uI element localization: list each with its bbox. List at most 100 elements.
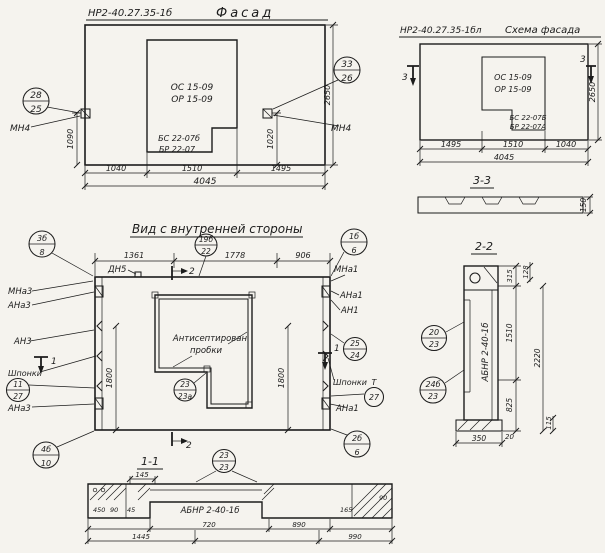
svg-text:2: 2 bbox=[186, 441, 192, 451]
svg-text:28: 28 bbox=[30, 91, 42, 101]
dim-label: 90 bbox=[379, 494, 387, 502]
dim-label: 1040 bbox=[556, 140, 576, 149]
sill-block-label: БР 22-07 bbox=[159, 145, 196, 154]
dim-label: 115 bbox=[545, 416, 553, 430]
svg-text:23а: 23а bbox=[178, 392, 193, 401]
dim-label: 1040 bbox=[106, 164, 126, 173]
svg-text:1: 1 bbox=[51, 357, 57, 367]
section-2-2: 2-2 АБНР 2-40-1б 315 128 1510 2220 825 1… bbox=[419, 240, 557, 447]
callout-28-25: 28 25 bbox=[22, 87, 81, 115]
scheme-drawing: НР2-40.27.35-1бл Схема фасада ОС 15-09 О… bbox=[399, 25, 602, 217]
svg-text:6: 6 bbox=[354, 448, 359, 457]
callout-11-27: 11 27 bbox=[5, 377, 96, 403]
dim-label: 20 bbox=[505, 433, 514, 441]
dim-ticks bbox=[512, 262, 557, 435]
inner-view-title: Вид с внутренней стороны bbox=[132, 222, 302, 236]
dim-ticks bbox=[81, 169, 329, 190]
t-mark: Т bbox=[372, 378, 378, 387]
hatch bbox=[89, 483, 127, 501]
section-1-1: АБНР 2-40-1б 450 90 45 145 165 90 720 89… bbox=[84, 471, 396, 545]
note-plugs: пробки bbox=[190, 346, 223, 356]
anchor-plate bbox=[321, 285, 331, 298]
dim-ticks bbox=[594, 40, 602, 144]
svg-text:6: 6 bbox=[351, 246, 356, 255]
callout-27: 27 bbox=[330, 386, 385, 408]
svg-text:3: 3 bbox=[402, 73, 408, 83]
note-antiseptic: Антисептирован bbox=[172, 334, 248, 344]
panel-mark-label: АБНР 2-40-1б bbox=[180, 506, 240, 516]
dn5-label: ДН5 bbox=[107, 265, 126, 275]
item-label: МНа3 bbox=[8, 287, 32, 297]
facade-panel-outline bbox=[84, 24, 326, 166]
section-cut-mark-1-right: 1 bbox=[318, 344, 340, 370]
hole-marker bbox=[92, 487, 98, 493]
svg-text:3: 3 bbox=[580, 55, 586, 65]
dim-label: 990 bbox=[348, 533, 362, 541]
svg-text:27: 27 bbox=[369, 393, 380, 402]
dim-label: 720 bbox=[202, 521, 216, 529]
svg-text:23: 23 bbox=[429, 340, 439, 349]
dim-label: 1495 bbox=[271, 164, 291, 173]
anchor-plate bbox=[80, 108, 91, 119]
window-block-label: ОС 15-09 bbox=[494, 73, 532, 82]
facade-drawing: НР2-40.27.35-1б Фасад ОС 15-09 ОР 15-09 … bbox=[10, 6, 361, 190]
section-cut-mark-3-left: 3 bbox=[402, 65, 419, 86]
dim-label: 165 bbox=[340, 506, 352, 514]
inner-view-drawing: Вид с внутренней стороны 3б 8 19б 22 1б … bbox=[5, 222, 385, 483]
facade-title: Фасад bbox=[216, 6, 274, 21]
svg-text:23: 23 bbox=[428, 392, 438, 401]
dim-label: 4045 bbox=[194, 177, 217, 187]
window-block-label: ОР 15-09 bbox=[495, 85, 532, 94]
svg-text:23: 23 bbox=[219, 451, 229, 460]
section-3-3-title: 3-3 bbox=[473, 174, 491, 187]
dim-label: 1445 bbox=[132, 533, 150, 541]
dim-label: 1800 bbox=[277, 368, 286, 388]
plug-marker bbox=[151, 291, 159, 299]
plug-marker bbox=[248, 291, 256, 299]
svg-text:1б: 1б bbox=[349, 232, 359, 241]
dim-label: 1800 bbox=[105, 368, 114, 388]
facade-code: НР2-40.27.35-1б bbox=[88, 7, 172, 19]
svg-text:2: 2 bbox=[189, 267, 195, 277]
section-2-2-title: 2-2 bbox=[475, 240, 493, 253]
dim-ticks bbox=[91, 257, 334, 265]
svg-text:20: 20 bbox=[429, 328, 439, 337]
item-label: АНа1 bbox=[339, 291, 363, 301]
panel-section-foot bbox=[455, 419, 503, 432]
dim-label: 45 bbox=[127, 506, 135, 514]
window-block-label: ОР 15-09 bbox=[171, 95, 213, 105]
dim-label: 890 bbox=[292, 521, 306, 529]
svg-text:1: 1 bbox=[334, 344, 340, 354]
callout-23-23: 23 23 bbox=[195, 448, 258, 483]
dim-label: 350 bbox=[472, 434, 487, 443]
svg-text:33: 33 bbox=[341, 60, 353, 70]
callout-25-24: 25 24 bbox=[330, 333, 368, 362]
callout-19b-22: 19б 22 bbox=[194, 233, 218, 277]
inner-window-opening bbox=[154, 294, 253, 409]
callout-4b-10: 4б 10 bbox=[32, 430, 95, 469]
scheme-window-opening bbox=[481, 56, 546, 131]
dim-label: 825 bbox=[505, 398, 514, 413]
dowel-keys-left bbox=[96, 320, 103, 392]
anchor-label: МН4 bbox=[10, 124, 31, 134]
dim-label: 450 bbox=[93, 506, 105, 514]
lifting-loop-hole bbox=[469, 272, 481, 284]
section-cut-mark-1-left: 1 bbox=[34, 356, 57, 374]
dim-label: 2650 bbox=[588, 82, 597, 102]
dim-ticks bbox=[84, 525, 396, 545]
svg-text:25: 25 bbox=[30, 105, 42, 115]
inner-window-frame bbox=[158, 298, 249, 405]
svg-text:3б: 3б bbox=[37, 234, 47, 243]
dim-label: 1495 bbox=[441, 140, 461, 149]
anchor-label: МН4 bbox=[331, 124, 352, 134]
sill-block-label: БС 22-07Б bbox=[509, 114, 546, 122]
item-label: АН1 bbox=[340, 306, 359, 316]
svg-text:25: 25 bbox=[350, 339, 360, 348]
section-3-3-profile: 150 bbox=[417, 193, 594, 217]
callout-2b-6: 2б 6 bbox=[330, 428, 371, 458]
dim-label: 90 bbox=[110, 506, 118, 514]
dim-label: 906 bbox=[295, 251, 310, 260]
scheme-panel-outline bbox=[419, 43, 589, 141]
anchor-plate bbox=[94, 397, 104, 410]
